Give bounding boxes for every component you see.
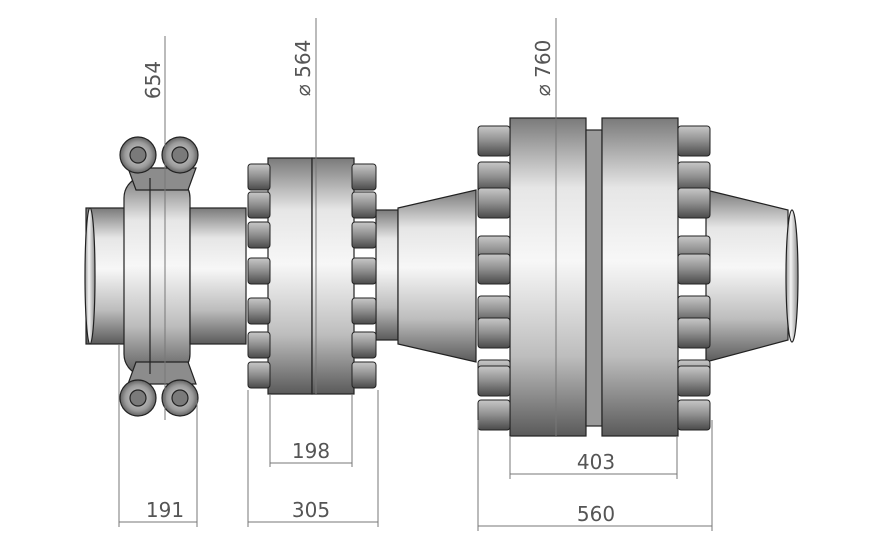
small-flange-nut-right-2 (351, 191, 377, 219)
large-flange-nut-right-3 (677, 187, 711, 219)
dim-small-flange-diameter: ⌀ 564 (291, 18, 317, 394)
small-flange-nut-left-1 (247, 163, 271, 191)
dim-clamp-width-label: 191 (146, 498, 184, 522)
clamp-bolt-bottom-right (161, 379, 199, 417)
tapered-hub (397, 189, 799, 363)
large-flange-nut-right-7 (677, 317, 711, 349)
dim-large-flange-overall: 560 (478, 502, 712, 527)
clamp-bolt-top-right (161, 136, 199, 174)
large-flange-nut-left-10 (477, 399, 511, 431)
large-flange-nut-left-5 (477, 253, 511, 285)
large-flange-nut-left-9 (477, 365, 511, 397)
clamp-hub (123, 167, 247, 385)
small-flange-nut-right-3 (351, 221, 377, 249)
dim-large-flange-width: 403 (510, 450, 677, 475)
dim-small-flange-width: 198 (270, 439, 352, 464)
large-flange-nut-left-1 (477, 125, 511, 157)
large-flange-pair (509, 117, 679, 437)
small-flange-nut-left-2 (247, 191, 271, 219)
dim-small-flange-diameter-label: ⌀ 564 (291, 40, 315, 97)
large-flange-nut-left-3 (477, 187, 511, 219)
large-flange-nut-right-5 (677, 253, 711, 285)
small-flange-nut-left-7 (247, 361, 271, 389)
dim-large-flange-width-label: 403 (577, 450, 615, 474)
clamp-bolt-bottom-left (119, 379, 157, 417)
dim-small-flange-overall: 305 (248, 498, 378, 523)
small-flange-nut-left-6 (247, 331, 271, 359)
dim-clamp-height: 654 (141, 36, 166, 420)
dim-small-flange-overall-label: 305 (292, 498, 330, 522)
extension-lines (118, 344, 713, 531)
small-flange-nut-right-4 (351, 257, 377, 285)
small-flange-nut-left-5 (247, 297, 271, 325)
small-flange-nut-right-6 (351, 331, 377, 359)
dim-large-flange-diameter: ⌀ 760 (531, 18, 557, 436)
left-shaft (84, 207, 127, 345)
large-flange-nut-right-10 (677, 399, 711, 431)
large-flange-bolts-left (477, 125, 511, 431)
clamp-bolt-top-left (119, 136, 157, 174)
small-flange-bolts-right (351, 163, 377, 389)
large-flange-nut-right-1 (677, 125, 711, 157)
large-flange-bolts-right (677, 125, 711, 431)
large-flange-nut-right-9 (677, 365, 711, 397)
small-flange-nut-left-3 (247, 221, 271, 249)
dim-clamp-width: 191 (119, 498, 197, 523)
dim-small-flange-width-label: 198 (292, 439, 330, 463)
small-flange-nut-right-7 (351, 361, 377, 389)
small-flange-nut-left-4 (247, 257, 271, 285)
small-flange-bolts-left (247, 163, 271, 389)
small-flange-nut-right-5 (351, 297, 377, 325)
large-flange-nut-left-7 (477, 317, 511, 349)
dim-large-flange-overall-label: 560 (577, 502, 615, 526)
dim-large-flange-diameter-label: ⌀ 760 (531, 40, 555, 97)
dim-clamp-height-label: 654 (141, 61, 165, 99)
small-flange-nut-right-1 (351, 163, 377, 191)
small-flange-pair (267, 157, 399, 395)
